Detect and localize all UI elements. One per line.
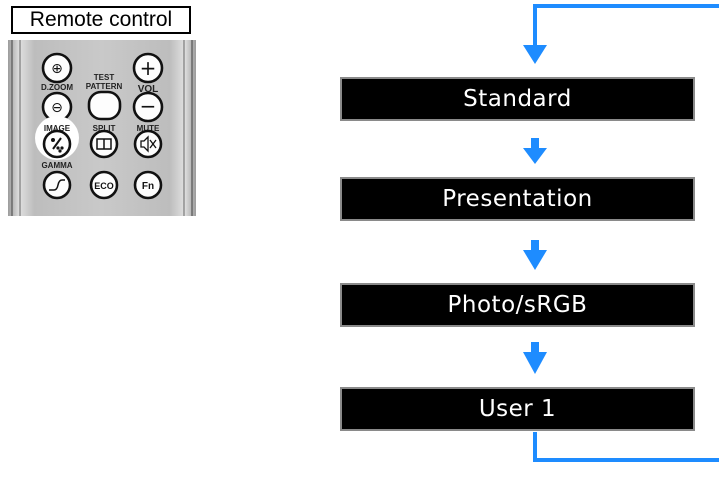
mute-label: MUTE — [137, 124, 160, 133]
image-label: IMAGE — [44, 124, 71, 133]
test-pattern-labels: TEST PATTERN — [86, 73, 123, 91]
image-mode-user-1: User 1 — [340, 387, 695, 431]
image-mode-icon — [51, 137, 64, 153]
speaker-mute-icon — [140, 135, 157, 153]
vol-label: VOL — [138, 84, 159, 95]
test-pattern-button[interactable] — [87, 90, 122, 121]
vol-plus-button[interactable]: + — [132, 52, 164, 84]
split-label: SPLIT — [93, 124, 116, 133]
down-arrow-icon — [523, 138, 547, 164]
image-mode-standard: Standard — [340, 77, 695, 121]
svg-text:TEST: TEST — [94, 73, 115, 82]
svg-text:Fn: Fn — [142, 181, 154, 192]
image-mode-photo-srgb: Photo/sRGB — [340, 283, 695, 327]
vol-minus-button[interactable]: − — [132, 91, 164, 123]
dzoom-label: D.ZOOM — [41, 83, 73, 92]
svg-text:−: − — [140, 94, 157, 118]
down-arrow-icon — [523, 240, 547, 270]
gamma-curve-icon — [49, 179, 65, 191]
svg-text:⊕: ⊕ — [51, 61, 63, 77]
svg-text:⊖: ⊖ — [51, 100, 63, 116]
mode-label: Photo/sRGB — [447, 292, 588, 318]
split-screen-icon — [96, 138, 112, 150]
mute-button[interactable] — [133, 129, 163, 159]
mode-label: Standard — [463, 86, 572, 112]
image-mode-presentation: Presentation — [340, 177, 695, 221]
eco-button[interactable]: ECO — [89, 170, 119, 200]
image-button[interactable] — [42, 129, 72, 159]
mode-label: User 1 — [478, 396, 557, 422]
down-arrow-icon — [523, 342, 547, 374]
svg-text:+: + — [140, 56, 157, 80]
svg-text:PATTERN: PATTERN — [86, 82, 123, 91]
split-button[interactable] — [89, 129, 119, 159]
down-arrow-icon — [523, 45, 547, 64]
gamma-label: GAMMA — [41, 161, 72, 170]
fn-button[interactable]: Fn — [133, 170, 163, 200]
remote-control-photo: ⊕ TEST PATTERN + D.ZOOM VOL ⊖ − IMAGE SP… — [8, 40, 196, 216]
mode-label: Presentation — [442, 186, 593, 212]
remote-control-label: Remote control — [11, 6, 191, 34]
svg-text:ECO: ECO — [94, 181, 114, 191]
gamma-button[interactable] — [42, 170, 72, 200]
zoom-in-button[interactable]: ⊕ — [41, 52, 73, 84]
